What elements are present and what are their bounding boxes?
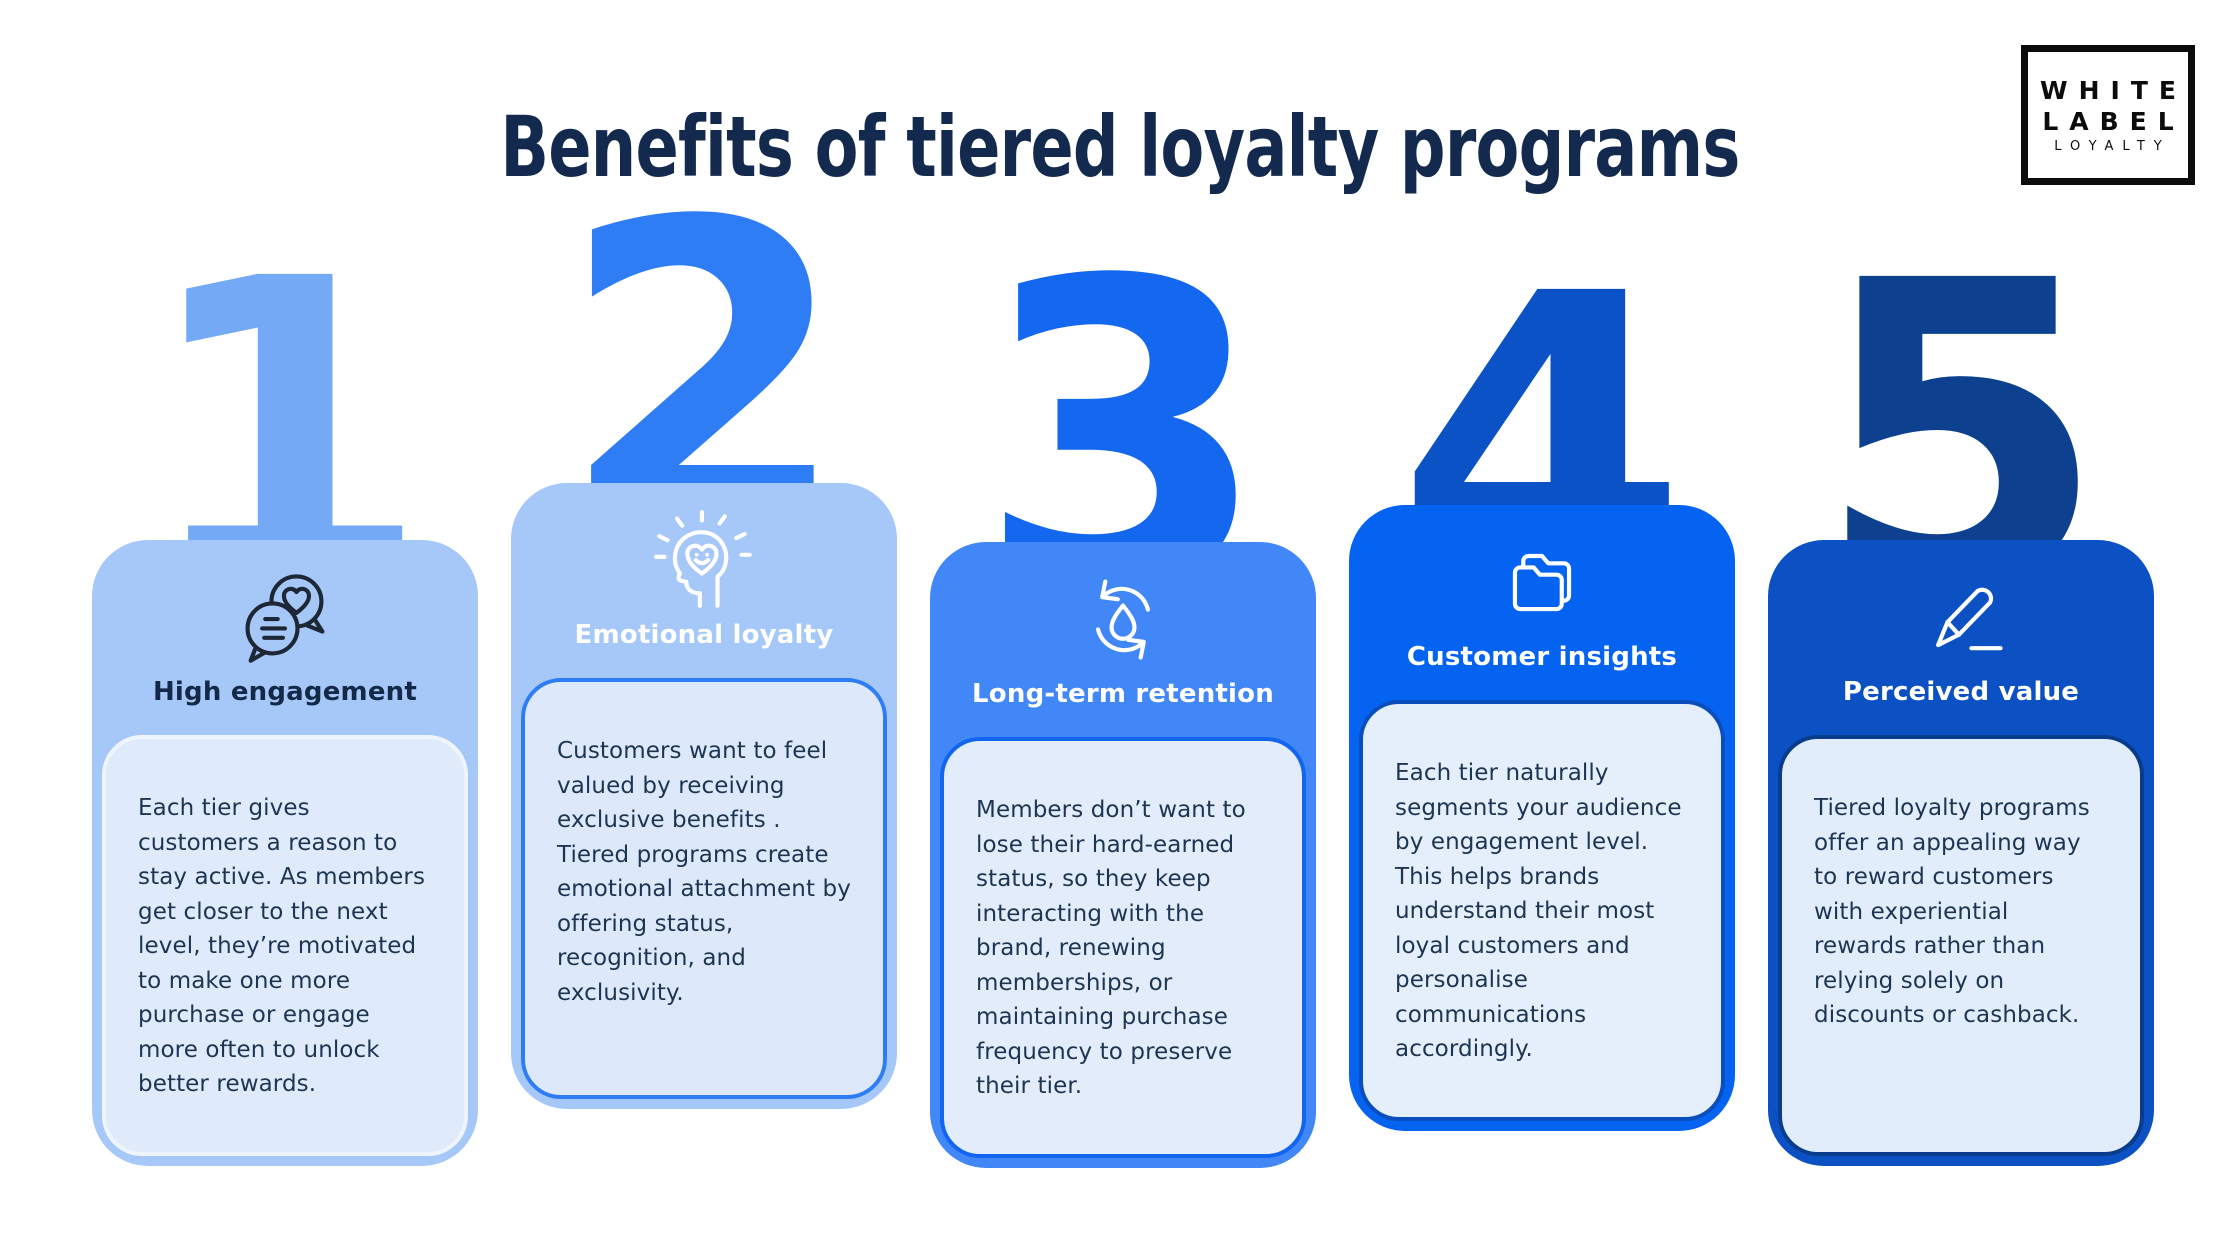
card-column-4: 4 Customer insights Each tier naturally …	[1349, 0, 1735, 1260]
card-heading: Long-term retention	[972, 679, 1274, 709]
benefit-card-5: Perceived value Tiered loyalty programs …	[1768, 540, 2154, 1166]
pencil-icon	[1768, 540, 2154, 678]
card-body-panel: Each tier gives customers a reason to st…	[102, 735, 468, 1156]
card-body-panel: Each tier naturally segments your audien…	[1359, 700, 1725, 1121]
benefit-card-1: High engagement Each tier gives customer…	[92, 540, 478, 1166]
card-body-panel: Tiered loyalty programs offer an appeali…	[1778, 735, 2144, 1156]
benefit-card-2: Emotional loyalty Customers want to feel…	[511, 483, 897, 1109]
card-heading: Emotional loyalty	[574, 620, 834, 650]
card-body-panel: Customers want to feel valued by receivi…	[521, 678, 887, 1099]
card-column-3: 3 Long-term retention Members don’t want…	[930, 0, 1316, 1260]
card-heading: Customer insights	[1406, 642, 1678, 672]
card-body-panel: Members don’t want to lose their hard-ea…	[940, 737, 1306, 1158]
benefit-card-4: Customer insights Each tier naturally se…	[1349, 505, 1735, 1131]
card-column-2: 2 Emotional loyalty Customers want to fe…	[511, 0, 897, 1260]
refresh-cycle-icon	[930, 542, 1316, 680]
card-body-text: Each tier naturally segments your audien…	[1395, 760, 1682, 1062]
card-heading: High engagement	[152, 677, 418, 707]
benefit-card-3: Long-term retention Members don’t want t…	[930, 542, 1316, 1168]
logo-line-loyalty: LOYALTY	[2054, 138, 2171, 154]
card-body-text: Each tier gives customers a reason to st…	[138, 795, 426, 1097]
card-column-5: 5 Perceived value Tiered loyalty program…	[1768, 0, 2154, 1260]
head-heart-icon	[511, 483, 897, 621]
card-body-text: Customers want to feel valued by receivi…	[557, 738, 851, 1006]
chat-hearts-icon	[92, 540, 478, 678]
card-body-text: Members don’t want to lose their hard-ea…	[976, 797, 1246, 1099]
logo-line-label: LABEL	[2042, 106, 2185, 136]
card-body-text: Tiered loyalty programs offer an appeali…	[1814, 795, 2090, 1028]
logo-line-white: WHITE	[2040, 75, 2187, 105]
card-heading: Perceived value	[1842, 677, 2080, 707]
card-column-1: 1 High engagement Each tier gives custom…	[92, 0, 478, 1260]
folder-icon	[1349, 505, 1735, 643]
page-title: Benefits of tiered loyalty programs	[500, 98, 1740, 196]
white-label-loyalty-logo: WHITE LABEL LOYALTY	[2021, 45, 2195, 185]
